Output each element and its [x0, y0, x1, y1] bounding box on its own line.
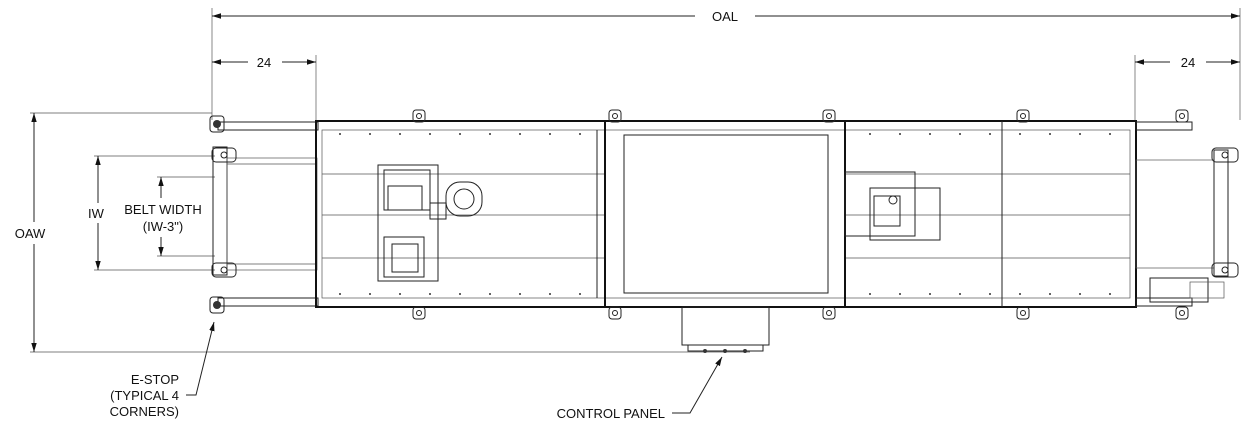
e-stop-label-line1: E-STOP: [131, 372, 179, 387]
left-24-label: 24: [257, 55, 271, 70]
oal-label: OAL: [712, 9, 738, 24]
e-stop-callout: E-STOP (TYPICAL 4 CORNERS): [110, 321, 215, 419]
control-panel-callout: CONTROL PANEL: [557, 356, 723, 421]
oal-dimension: OAL: [211, 8, 1241, 120]
e-stop-buttons: [209, 115, 1239, 314]
belt-width-label-line1: BELT WIDTH: [124, 202, 202, 217]
right-24-label: 24: [1181, 55, 1195, 70]
belt-width-dimension: BELT WIDTH (IW-3"): [124, 176, 215, 257]
belt-width-label-line2: (IW-3"): [143, 219, 183, 234]
e-stop-label-line3: CORNERS): [110, 404, 179, 419]
e-stop-label-line2: (TYPICAL 4: [110, 388, 179, 403]
right-24-dimension: 24: [1134, 55, 1240, 122]
oaw-dimension: OAW: [15, 112, 750, 353]
mounting-tabs: [412, 109, 1189, 320]
gearbox-assembly: [844, 171, 941, 241]
frame-bolt-pattern: [339, 133, 1111, 295]
control-panel-box: [681, 306, 770, 353]
left-24-dimension: 24: [212, 55, 317, 122]
iw-dimension: IW: [88, 155, 215, 271]
iw-label: IW: [88, 206, 105, 221]
drive-motor-assembly: [377, 164, 483, 282]
control-panel-label: CONTROL PANEL: [557, 406, 665, 421]
conveyor-frame: [212, 109, 1229, 320]
oaw-label: OAW: [15, 226, 46, 241]
